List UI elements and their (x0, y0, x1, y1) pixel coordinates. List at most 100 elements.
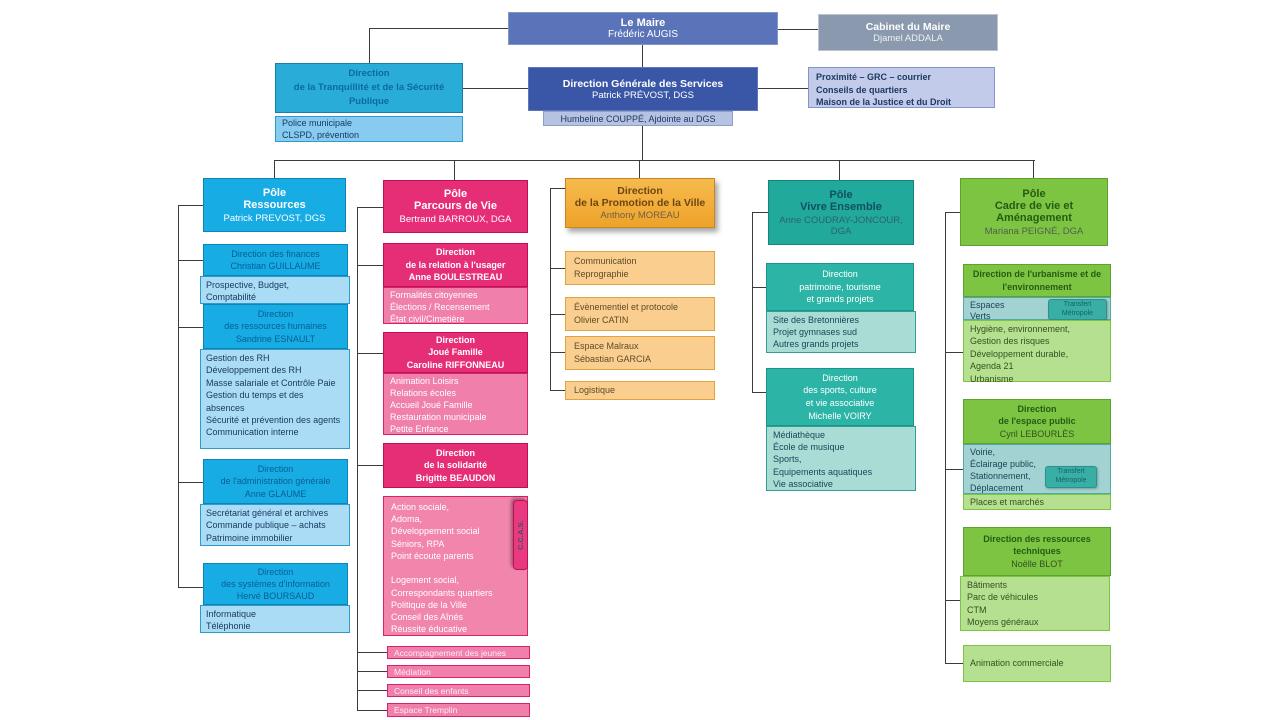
sports-culture-list: Médiathèque École de musique Sports, Equ… (766, 426, 916, 491)
pole-ressources-name: Patrick PREVOST, DGS (223, 212, 326, 224)
connector-line (369, 28, 508, 29)
user-relations-list: Formalités citoyennes Élections / Recens… (383, 287, 528, 324)
pole-ressources-header: Pôle Ressources Patrick PREVOST, DGS (203, 178, 346, 232)
connector-line (357, 710, 387, 711)
joue-famille-list: Animation Loisirs Relations écoles Accue… (383, 373, 528, 435)
ressources-techniques-name: Noëlle BLOT (1011, 558, 1063, 569)
finances-direction-header: Direction des finances Christian GUILLAU… (203, 244, 348, 276)
pole-vivre-header: Pôle Vivre Ensemble Anne COUDRAY-JONCOUR… (768, 180, 914, 245)
user-relations-header: Direction de la relation à l'usager Anne… (383, 243, 528, 287)
dgs-box: Direction Générale des Services Patrick … (528, 67, 758, 111)
finances-services-list: Prospective, Budget, Comptabilité (200, 276, 350, 304)
connector-line (178, 587, 203, 588)
connector-line (550, 268, 565, 269)
mediation-bar: Médiation (387, 665, 530, 678)
connector-line (550, 314, 565, 315)
dgs-name: Patrick PRÉVOST, DGS (592, 89, 694, 101)
connector-line (178, 327, 203, 328)
urbanisme-header: Direction de l'urbanisme et de l'environ… (963, 264, 1111, 297)
deputy-dgs-bar: Humbeline COUPPÉ, Ajdointe au DGS (543, 111, 733, 126)
communication-box: Communication Reprographie (565, 251, 715, 285)
cabinet-name: Djamel ADDALA (873, 33, 943, 44)
cabinet-title: Cabinet du Maire (865, 21, 951, 33)
connector-line (1033, 160, 1034, 178)
ressources-techniques-header: Direction des ressources techniques Noël… (963, 527, 1111, 576)
proximity-box: Proximité – GRC – courrier Conseils de q… (808, 67, 995, 108)
ccas-ribbon: C.C.A.S. (513, 500, 528, 570)
promotion-ville-title: Direction de la Promotion de la Ville (574, 185, 706, 209)
connector-line (839, 160, 840, 180)
connector-line (178, 205, 203, 206)
animation-commerciale-box: Animation commerciale (963, 645, 1111, 682)
transfert-metropole-badge: Transfert Métropole (1045, 466, 1097, 488)
pole-cadre-name: Mariana PEIGNÉ, DGA (984, 225, 1084, 237)
sports-culture-header: Direction des sports, culture et vie ass… (766, 368, 914, 426)
connector-line (274, 160, 275, 178)
information-systems-header: Direction des systèmes d'information Her… (203, 563, 348, 605)
connector-line (945, 469, 963, 470)
pole-vivre-title: Pôle Vivre Ensemble (800, 188, 882, 213)
transfert-metropole-badge: Transfert Métropole (1048, 299, 1107, 320)
solidarite-header: Direction de la solidarité Brigitte BEAU… (383, 443, 528, 488)
espace-public-header: Direction de l'espace public Cyril LEBOU… (963, 399, 1111, 444)
connector-line (357, 265, 383, 266)
pole-ressources-title: Pôle Ressources (243, 186, 306, 211)
promotion-ville-header: Direction de la Promotion de la Ville An… (565, 178, 715, 228)
connector-line (752, 287, 766, 288)
connector-line (274, 160, 1035, 161)
pole-cadre-header: Pôle Cadre de vie et Aménagement Mariana… (960, 178, 1108, 246)
patrimoine-list: Site des Bretonnières Projet gymnases su… (766, 311, 916, 353)
pole-cadre-title: Pôle Cadre de vie et Aménagement (994, 187, 1074, 224)
places-marches-bar: Places et marchés (963, 494, 1111, 510)
connector-line (945, 212, 960, 213)
connector-line (945, 352, 963, 353)
hygiene-list: Hygiène, environnement, Gestion des risq… (963, 320, 1111, 384)
batiments-list: Bâtiments Parc de véhicules CTM Moyens g… (960, 576, 1110, 631)
social-action-list: Action sociale, Adoma, Développement soc… (383, 496, 528, 636)
connector-line (945, 663, 963, 664)
connector-line (642, 110, 643, 161)
espace-public-title: Direction de l'espace public (998, 404, 1076, 427)
ressources-techniques-title: Direction des ressources techniques (983, 534, 1091, 557)
connector-line (550, 390, 565, 391)
logistique-box: Logistique (565, 381, 715, 400)
information-systems-list: Informatique Téléphonie (200, 605, 350, 633)
connector-line (463, 88, 528, 89)
espace-tremplin-bar: Espace Tremplin (387, 703, 530, 717)
connector-line (357, 465, 383, 466)
connector-line (752, 212, 753, 392)
hr-services-list: Gestion des RH Développement des RH Mass… (200, 349, 350, 449)
promotion-ville-name: Anthony MOREAU (600, 210, 680, 221)
connector-line (550, 352, 565, 353)
connector-line (357, 671, 387, 672)
connector-line (357, 652, 387, 653)
connector-line (357, 207, 358, 710)
connector-line (550, 188, 551, 390)
hr-direction-header: Direction des ressources humaines Sandri… (203, 304, 348, 349)
security-direction-box: Direction de la Tranquillité et de la Sé… (275, 63, 463, 113)
connector-line (642, 45, 643, 67)
pole-parcours-name: Bertrand BARROUX, DGA (399, 214, 512, 225)
connector-line (639, 160, 640, 178)
youth-support-bar: Accompagnement des jeunes (387, 646, 530, 659)
connector-line (178, 260, 203, 261)
connector-line (178, 482, 203, 483)
connector-line (369, 28, 370, 63)
connector-line (945, 600, 960, 601)
pole-vivre-name: Anne COUDRAY-JONCOUR, DGA (779, 214, 903, 237)
general-administration-list: Secrétariat général et archives Commande… (200, 504, 350, 546)
cabinet-box: Cabinet du Maire Djamel ADDALA (818, 14, 998, 51)
pole-parcours-header: Pôle Parcours de Vie Bertrand BARROUX, D… (383, 180, 528, 233)
espace-public-name: Cyril LEBOURLÈS (999, 428, 1075, 439)
mayor-name: Frédéric AUGIS (607, 29, 679, 40)
mayor-title: Le Maire (620, 17, 666, 29)
connector-line (357, 690, 387, 691)
pole-parcours-title: Pôle Parcours de Vie (414, 188, 497, 212)
joue-famille-header: Direction Joué Famille Caroline RIFFONNE… (383, 332, 528, 373)
general-administration-header: Direction de l'administration générale A… (203, 459, 348, 504)
connector-line (752, 212, 768, 213)
evenementiel-box: Évènementiel et protocole Olivier CATIN (565, 297, 715, 331)
connector-line (454, 160, 455, 180)
patrimoine-header: Direction patrimoine, tourisme et grands… (766, 263, 914, 311)
